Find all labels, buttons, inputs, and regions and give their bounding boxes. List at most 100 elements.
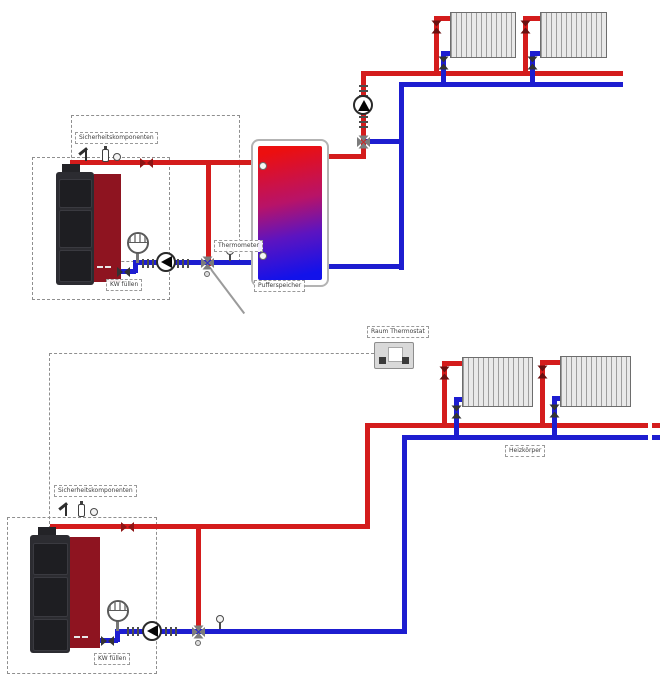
boiler-return-bend bbox=[115, 629, 120, 642]
tank-sensor-port bbox=[259, 252, 267, 260]
supply-pipe-segment bbox=[50, 524, 370, 529]
fill-valve-label: KW füllen bbox=[94, 653, 131, 665]
safety-valve-icon bbox=[80, 147, 92, 162]
boiler-return-main bbox=[133, 260, 253, 265]
radiator-return-drop bbox=[441, 51, 452, 56]
buffer-tank bbox=[251, 139, 329, 287]
radiator bbox=[560, 356, 631, 407]
room-thermostat-device bbox=[374, 342, 414, 369]
supply-pipe-segment bbox=[70, 160, 254, 165]
boiler-door bbox=[59, 250, 92, 282]
radiator-riser bbox=[523, 16, 542, 21]
expansion-vessel-icon bbox=[127, 232, 149, 254]
radiator-return-valve-icon bbox=[452, 406, 462, 419]
boiler-flue bbox=[62, 164, 80, 173]
radiator-riser bbox=[523, 16, 528, 74]
return-continuation-stub bbox=[652, 435, 660, 440]
radiator bbox=[450, 12, 516, 58]
radiator-riser bbox=[434, 16, 439, 74]
radiator bbox=[540, 12, 607, 58]
radiator-supply-main bbox=[365, 423, 648, 428]
return-sensor-icon bbox=[216, 615, 224, 623]
radiator-return-main bbox=[401, 82, 623, 87]
radiator-riser bbox=[434, 16, 452, 21]
tank-return-inlet bbox=[325, 264, 404, 269]
supply-branch-pipe bbox=[196, 524, 201, 634]
pipe-union-icon bbox=[177, 259, 189, 268]
boiler-badge bbox=[97, 266, 103, 268]
thermostat-wire bbox=[49, 353, 374, 354]
mixer-bypass-pipe bbox=[366, 139, 404, 144]
radiator bbox=[462, 357, 533, 407]
pressure-gauge-icon bbox=[90, 508, 98, 516]
expansion-vessel-icon bbox=[107, 600, 129, 622]
radiator-return-drop bbox=[454, 397, 464, 402]
radiator-valve-icon bbox=[432, 21, 442, 34]
room-thermostat-label: Raum Thermostat bbox=[367, 326, 429, 338]
radiator-return-drop bbox=[552, 396, 562, 401]
pipe-union-icon bbox=[359, 85, 368, 97]
boiler-door bbox=[33, 577, 68, 617]
boiler-side-panel bbox=[70, 537, 100, 648]
return-downcomer bbox=[402, 435, 407, 634]
radiator-return-valve-icon bbox=[550, 405, 560, 418]
pipe-union-icon bbox=[142, 259, 154, 268]
buffer-tank-label: Pufferspeicher bbox=[254, 280, 306, 292]
boiler-return-bend bbox=[133, 260, 138, 273]
fill-valve-icon bbox=[117, 267, 130, 277]
radiator-circuit-label: Heizkörper bbox=[505, 445, 546, 457]
pipe-union-icon bbox=[165, 627, 177, 636]
boiler-badge bbox=[74, 636, 80, 638]
supply-branch-pipe bbox=[206, 160, 211, 266]
thermostat-button bbox=[379, 357, 386, 364]
radiator-return-drop bbox=[552, 396, 557, 440]
mixing-valve-icon bbox=[192, 625, 205, 638]
fill-valve-icon bbox=[101, 636, 114, 646]
tank-sensor-port bbox=[259, 162, 267, 170]
pressure-gauge-icon bbox=[113, 153, 121, 161]
shutoff-valve-icon bbox=[140, 158, 153, 168]
pipe-union-icon bbox=[359, 116, 368, 128]
radiator-return-valve-icon bbox=[439, 57, 449, 70]
thermostat-button bbox=[402, 357, 409, 364]
thermostat-display bbox=[388, 347, 403, 362]
radiator-valve-icon bbox=[440, 367, 450, 380]
radiator-valve-icon bbox=[538, 366, 548, 379]
vessel-stem bbox=[116, 620, 119, 631]
circuit-mixing-valve-icon bbox=[357, 135, 370, 148]
boiler-door bbox=[33, 619, 68, 651]
mixing-valve-actuator bbox=[204, 271, 210, 277]
boiler-return-main bbox=[115, 629, 407, 634]
air-vent-icon bbox=[102, 146, 109, 162]
radiator-riser bbox=[442, 361, 447, 425]
circuit-riser-pipe bbox=[361, 71, 366, 159]
thermometer-label: Thermometer bbox=[214, 240, 264, 252]
annotation-leader-line bbox=[210, 269, 246, 314]
sensor-probe bbox=[219, 622, 221, 629]
boiler-badge bbox=[105, 266, 111, 268]
radiator-return-drop bbox=[454, 397, 459, 440]
sensor-probe bbox=[229, 254, 231, 261]
boiler-zone-outline bbox=[7, 517, 157, 674]
radiator-riser bbox=[540, 360, 560, 365]
fill-valve-label: KW füllen bbox=[106, 279, 143, 291]
pipe-union-icon bbox=[127, 627, 139, 636]
supply-continuation-stub bbox=[652, 423, 660, 428]
thermostat-wire bbox=[49, 353, 50, 529]
boiler-door bbox=[59, 179, 92, 208]
radiator-riser bbox=[540, 360, 545, 425]
supply-riser-pipe bbox=[365, 423, 370, 529]
tank-stratification-gradient bbox=[258, 146, 322, 280]
safety-components-label: Sicherheitskomponenten bbox=[75, 132, 158, 144]
boiler-flue bbox=[38, 527, 56, 536]
return-downcomer bbox=[399, 82, 404, 270]
radiator-supply-main bbox=[361, 71, 623, 76]
tank-outlet-pipe bbox=[325, 154, 366, 159]
radiator-valve-icon bbox=[521, 21, 531, 34]
boiler-door bbox=[59, 210, 92, 248]
radiator-return-main bbox=[402, 435, 648, 440]
circuit-pump-icon bbox=[353, 95, 373, 115]
safety-valve-icon bbox=[60, 502, 72, 517]
boiler-pump-icon bbox=[156, 252, 176, 272]
